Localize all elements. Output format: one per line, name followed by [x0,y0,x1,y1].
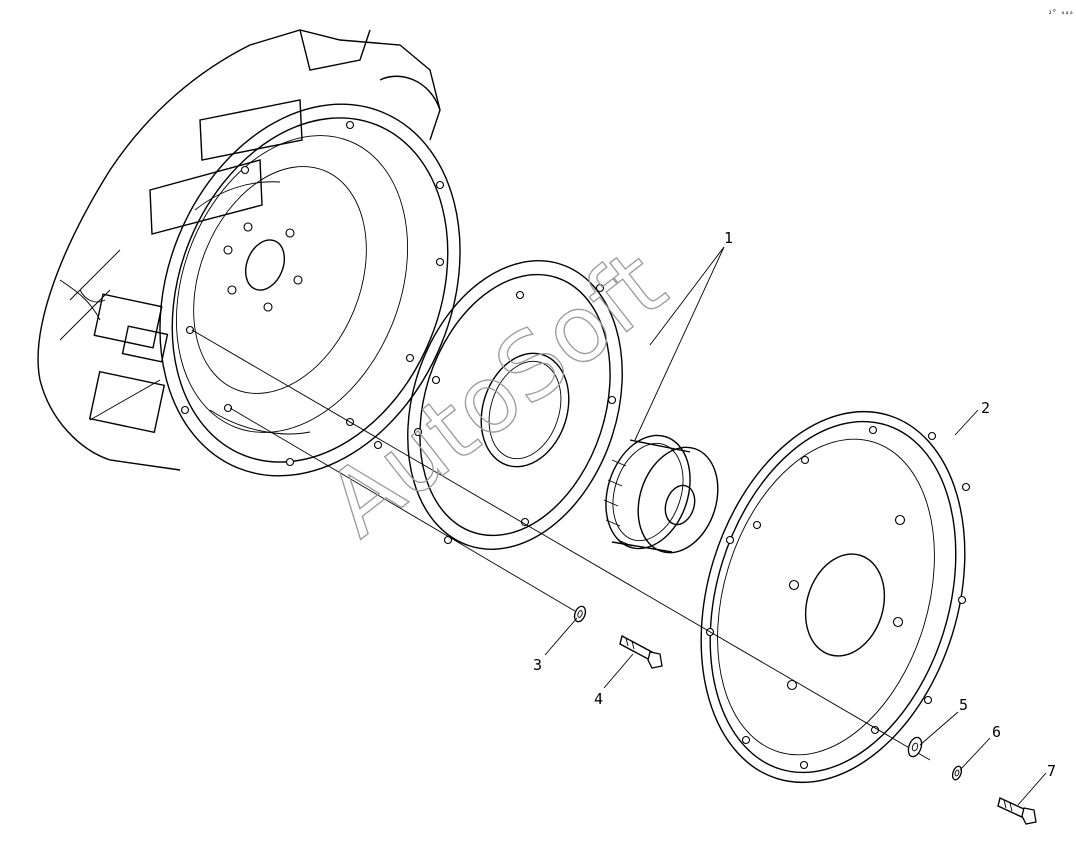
part-1-splined-hub [603,434,719,554]
callout-3: 3 [533,656,542,674]
callout-7: 7 [1047,762,1056,780]
part-1-drive-ring [407,260,623,550]
engine-housing [37,29,441,471]
leader-lines [544,246,1047,806]
callout-6: 6 [992,723,1001,741]
part-5-washer [907,736,923,758]
callout-4: 4 [594,690,603,708]
corner-mark: ₂⁰ ₐₐₐ [1048,8,1073,16]
part-6-lock-washer [951,765,963,781]
watermark: AutoSoft [308,230,685,558]
part-3-washer [573,605,587,623]
part-4-bolt [619,634,663,669]
flywheel-housing [159,103,461,477]
assembly-lines [191,329,931,761]
callout-2: 2 [981,399,990,417]
callout-1: 1 [724,229,733,247]
part-2-flexplate [700,410,971,784]
callout-5: 5 [959,696,968,714]
part-7-bolt [997,797,1037,825]
flywheel-bolt-holes [180,120,445,467]
